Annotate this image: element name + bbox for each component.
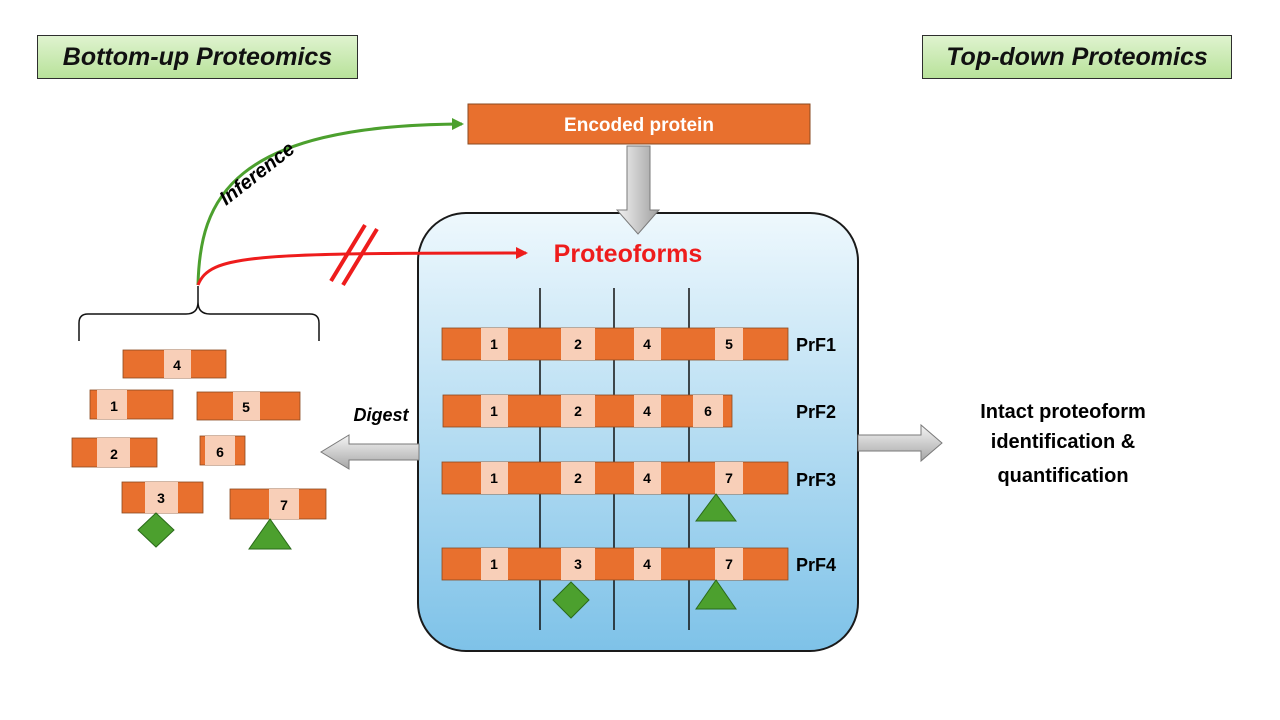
proteoform-row: 1 2 4 6 PrF2 <box>442 394 836 428</box>
segment <box>481 395 508 427</box>
proteoform-row: 1 2 4 7 PrF3 <box>441 461 836 522</box>
segment-label: 7 <box>725 470 733 486</box>
segment-label: 2 <box>574 470 582 486</box>
proteoform-name: PrF2 <box>796 402 836 422</box>
peptide: 1 <box>89 389 174 420</box>
segment-label: 2 <box>574 336 582 352</box>
segment-label: 7 <box>725 556 733 572</box>
segment-label: 4 <box>643 336 651 352</box>
segment-label: 4 <box>643 470 651 486</box>
intact-text-line: identification & <box>991 431 1135 453</box>
segment-label: 1 <box>490 556 498 572</box>
peptide: 2 <box>71 437 158 468</box>
segment <box>634 462 661 494</box>
inference-arrow <box>196 118 464 286</box>
peptide: 7 <box>229 488 327 550</box>
segment-label: 1 <box>490 470 498 486</box>
peptide-label: 1 <box>110 398 118 414</box>
digest-label: Digest <box>353 405 409 425</box>
segment <box>561 328 595 360</box>
intact-arrow <box>857 423 943 463</box>
segment <box>715 328 743 360</box>
proteoform-row: 1 3 4 7 PrF4 <box>441 547 836 619</box>
blocked-arrow <box>196 247 528 286</box>
inference-label: Inference <box>216 138 300 210</box>
proteoforms-label: Proteoforms <box>554 240 703 268</box>
down-arrow <box>615 145 661 235</box>
break-mark <box>341 227 379 287</box>
segment-label: 1 <box>490 336 498 352</box>
segment <box>481 548 508 580</box>
segment-label: 3 <box>574 556 582 572</box>
segment-label: 5 <box>725 336 733 352</box>
segment <box>481 462 508 494</box>
intact-text-line: Intact proteoform <box>980 401 1146 423</box>
encoded-protein-box <box>467 103 811 145</box>
proteoform-name: PrF3 <box>796 470 836 490</box>
proteoform-name: PrF1 <box>796 335 836 355</box>
segment-label: 2 <box>574 403 582 419</box>
peptide-label: 4 <box>173 357 181 373</box>
diamond-modification-icon <box>137 512 175 548</box>
peptide: 5 <box>196 391 301 421</box>
break-mark <box>329 223 367 283</box>
segment <box>561 462 595 494</box>
encoded-protein-label: Encoded protein <box>564 115 714 136</box>
diamond-modification-icon <box>552 581 590 619</box>
segment <box>715 548 743 580</box>
intact-text-line: quantification <box>997 465 1128 487</box>
segment-label: 4 <box>643 556 651 572</box>
digest-arrow <box>320 434 420 470</box>
segment-label: 6 <box>704 403 712 419</box>
bottom-up-title: Bottom-up Proteomics <box>37 35 358 79</box>
proteoform-container <box>417 212 859 652</box>
peptide-label: 6 <box>216 444 224 460</box>
peptide-label: 7 <box>280 497 288 513</box>
peptide: 6 <box>199 435 246 466</box>
segment <box>634 548 661 580</box>
proteoform-name: PrF4 <box>796 555 836 575</box>
peptide: 4 <box>122 349 227 379</box>
proteoform-row: 1 2 4 5 PrF1 <box>441 327 836 361</box>
triangle-modification-icon <box>695 579 737 610</box>
segment <box>693 395 723 427</box>
segment <box>481 328 508 360</box>
peptide-label: 5 <box>242 399 250 415</box>
peptide-label: 3 <box>157 490 165 506</box>
peptide-label: 2 <box>110 446 118 462</box>
segment <box>561 395 595 427</box>
segment-label: 1 <box>490 403 498 419</box>
segment <box>634 328 661 360</box>
triangle-modification-icon <box>695 493 737 522</box>
segment <box>634 395 661 427</box>
triangle-modification-icon <box>248 518 292 550</box>
segment-label: 4 <box>643 403 651 419</box>
segment <box>561 548 595 580</box>
segment <box>715 462 743 494</box>
top-down-title: Top-down Proteomics <box>922 35 1232 79</box>
peptides-brace <box>78 286 320 341</box>
peptide: 3 <box>121 481 204 548</box>
